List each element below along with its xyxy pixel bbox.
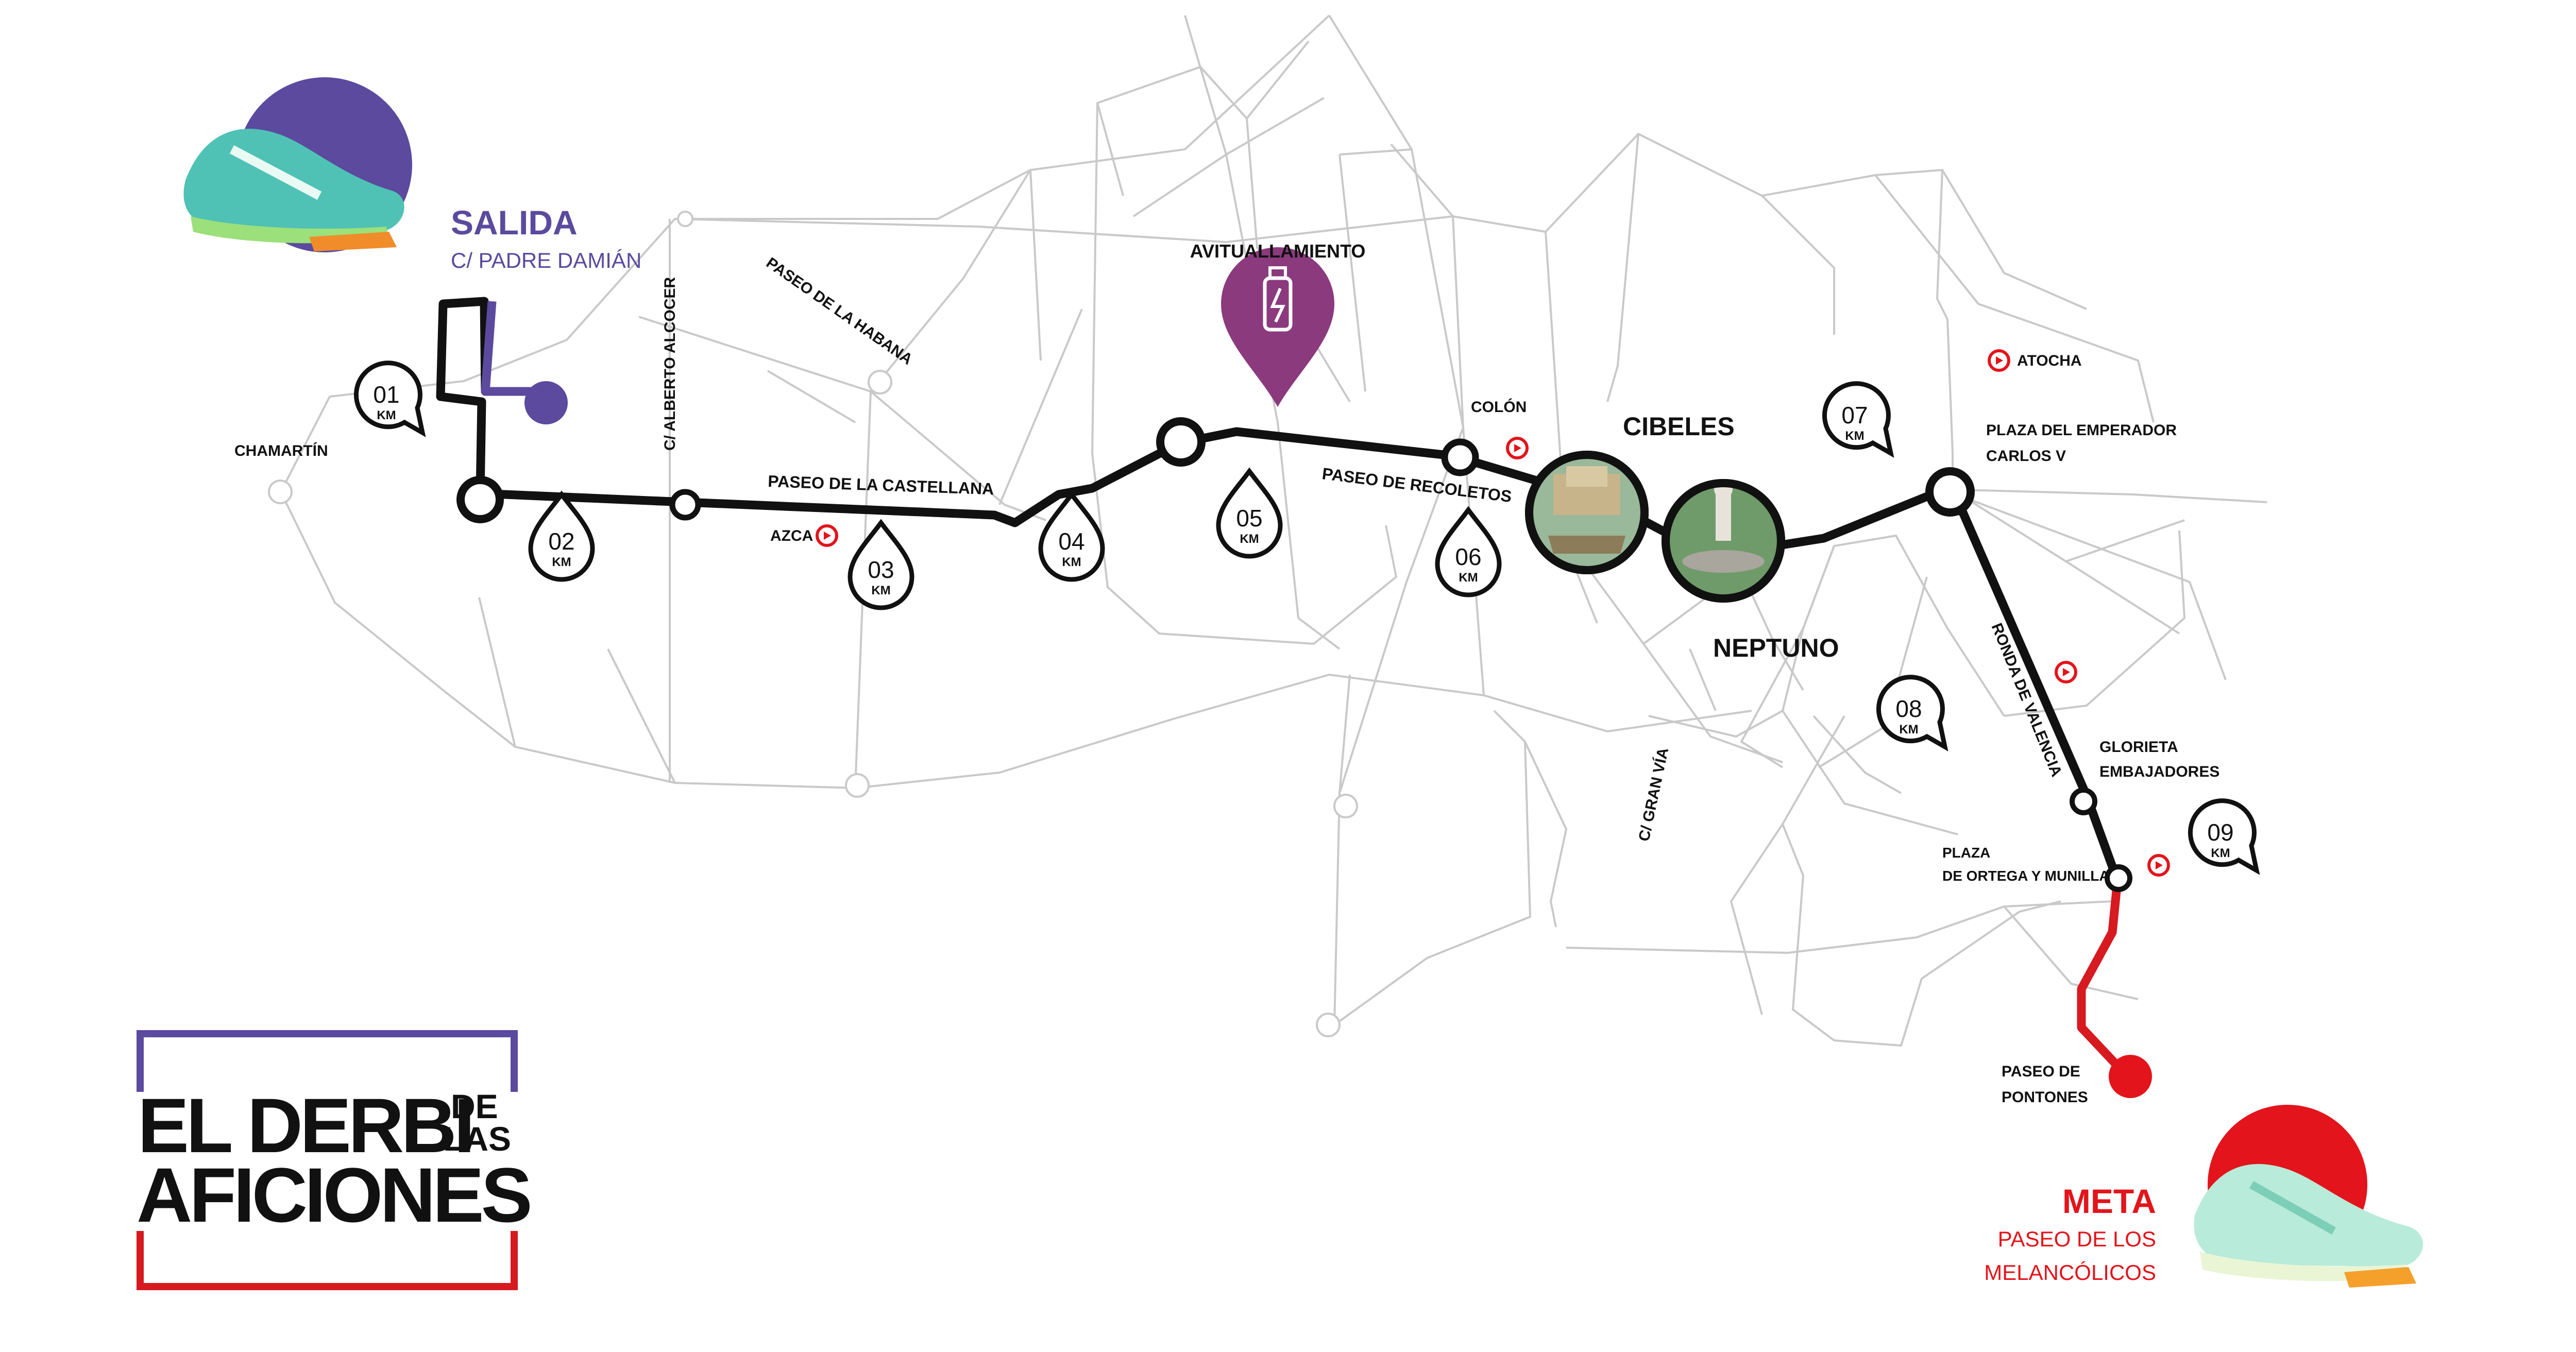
km-marker-number: 09: [2207, 819, 2233, 846]
km-marker-number: 02: [548, 528, 574, 555]
finish-shoe-image: [2179, 1102, 2452, 1298]
landmark-colon: COLÓN: [1471, 398, 1527, 416]
km-marker-number: 07: [1841, 402, 1868, 429]
km-marker-unit: KM: [871, 584, 890, 597]
finish-title: META: [2062, 1182, 2156, 1220]
logo-frame-top: [137, 1030, 518, 1092]
start-shoe-image: [155, 62, 428, 258]
finish-point: [2109, 1055, 2152, 1098]
metro-icon: [2055, 661, 2077, 683]
drop-shape: [1876, 675, 1948, 751]
drop-shape: [1216, 467, 1283, 559]
landmark-cibeles: CIBELES: [1623, 412, 1735, 441]
km-marker-unit: KM: [1062, 555, 1081, 569]
landmark-plaza-emperador-1: PLAZA DEL EMPERADOR: [1986, 422, 2177, 439]
water-bottle-icon: [1263, 266, 1293, 332]
logo-line-2: AFICIONES: [137, 1152, 533, 1238]
landmark-neptuno: NEPTUNO: [1713, 634, 1839, 662]
landmark-azca: AZCA: [770, 527, 813, 544]
km-marker-number: 08: [1895, 695, 1922, 722]
km-marker-unit: KM: [2211, 846, 2230, 860]
street-gran-via: C/ GRAN VÍA: [1635, 746, 1672, 843]
logo-las: LAS: [443, 1120, 511, 1158]
finish-street-1: PASEO DE LOS: [1998, 1227, 2156, 1251]
event-logo: EL DERBI DE LAS AFICIONES: [137, 1030, 533, 1290]
landmark-pontones-2: PONTONES: [2002, 1089, 2088, 1106]
metro-icon: [2147, 854, 2170, 877]
landmark-plaza-emperador-2: CARLOS V: [1986, 448, 2066, 465]
street-ronda-valencia: RONDA DE VALENCIA: [1988, 621, 2065, 779]
landmark-pontones-1: PASEO DE: [2002, 1063, 2080, 1080]
finish-street-2: MELANCÓLICOS: [1984, 1260, 2156, 1285]
km-marker-number: 01: [373, 381, 399, 408]
km-marker-unit: KM: [1459, 571, 1478, 585]
aid-station-pin: [1221, 247, 1334, 407]
drop-shape: [848, 519, 914, 610]
km-marker-number: 04: [1058, 528, 1084, 555]
drop-shape: [528, 490, 595, 582]
metro-icon: [1506, 437, 1529, 459]
start-title: SALIDA: [451, 203, 578, 242]
logo-de: DE: [451, 1087, 498, 1125]
logo-frame-bottom: [137, 1231, 518, 1290]
street-castellana: PASEO DE LA CASTELLANA: [768, 472, 994, 498]
landmark-plaza-ortega-1: PLAZA: [1942, 845, 1990, 861]
drop-shape: [1038, 490, 1105, 582]
street-recoletos: PASEO DE RECOLETOS: [1321, 464, 1513, 506]
start-street: C/ PADRE DAMIÁN: [451, 248, 641, 272]
km-marker-unit: KM: [377, 408, 396, 422]
logo-line-1: EL DERBI: [138, 1082, 475, 1169]
landmark-atocha: ATOCHA: [2017, 352, 2082, 369]
drop-shape: [353, 361, 426, 437]
km-marker-unit: KM: [552, 555, 571, 569]
km-marker-number: 06: [1455, 543, 1481, 570]
landmark-plaza-ortega-2: DE ORTEGA Y MUNILLA: [1942, 868, 2110, 884]
drop-shape: [1822, 381, 1894, 458]
drop-shape: [1435, 506, 1502, 597]
drop-shape: [2188, 798, 2260, 875]
street-network: [280, 14, 2267, 1047]
start-point: [524, 381, 568, 424]
km-marker-unit: KM: [1845, 429, 1864, 443]
aid-station-label: AVITUALLAMIENTO: [1190, 241, 1366, 262]
cibeles-photo: [1525, 451, 1649, 574]
route-nodes: [456, 417, 2132, 892]
km-marker-number: 03: [868, 556, 894, 583]
metro-icon: [1988, 349, 2010, 372]
landmark-glorieta-1: GLORIETA: [2099, 739, 2178, 756]
minor-nodes: [268, 211, 1358, 1037]
landmark-chamartin: CHAMARTÍN: [234, 442, 328, 459]
street-alberto-alcocer: C/ ALBERTO ALCOCER: [662, 277, 679, 451]
km-marker-number: 05: [1236, 505, 1262, 532]
neptuno-photo: [1662, 479, 1785, 603]
landmark-glorieta-2: EMBAJADORES: [2099, 763, 2219, 780]
km-marker-unit: KM: [1899, 723, 1918, 737]
metro-icon: [816, 524, 838, 547]
street-habana: PASEO DE LA HABANA: [763, 254, 916, 368]
metro-icons: [816, 349, 2170, 877]
km-marker-unit: KM: [1240, 532, 1259, 546]
